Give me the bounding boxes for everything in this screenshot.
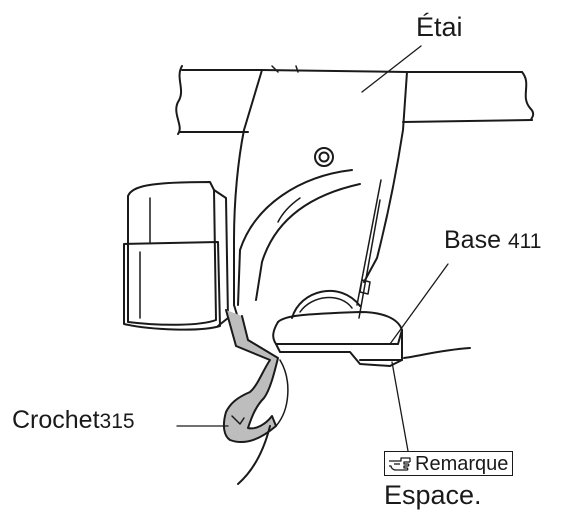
pointing-hand-icon — [389, 456, 411, 471]
label-crochet-number: 315 — [99, 410, 135, 433]
label-base-number: 411 — [507, 230, 542, 253]
inner-shell — [237, 169, 361, 306]
leader-etai — [361, 45, 422, 93]
stay-bar — [175, 65, 535, 135]
clamp-block — [123, 181, 229, 331]
label-etai: Étai — [416, 12, 463, 42]
leader-base — [389, 263, 449, 345]
leader-lines — [176, 45, 449, 452]
base-411 — [272, 311, 471, 367]
label-base-name: Base — [444, 226, 501, 254]
leader-note — [391, 361, 409, 452]
hook-315 — [222, 309, 289, 485]
note-detail: Espace. — [384, 480, 482, 510]
label-base: Base 411 — [444, 228, 541, 253]
label-crochet-name: Crochet — [12, 406, 100, 434]
note-label: Remarque — [415, 452, 509, 475]
label-crochet: Crochet315 — [12, 408, 135, 433]
bracket-plate — [233, 65, 408, 319]
knob — [291, 290, 361, 319]
bolt-head — [314, 147, 334, 167]
note-box: Remarque — [384, 451, 514, 476]
